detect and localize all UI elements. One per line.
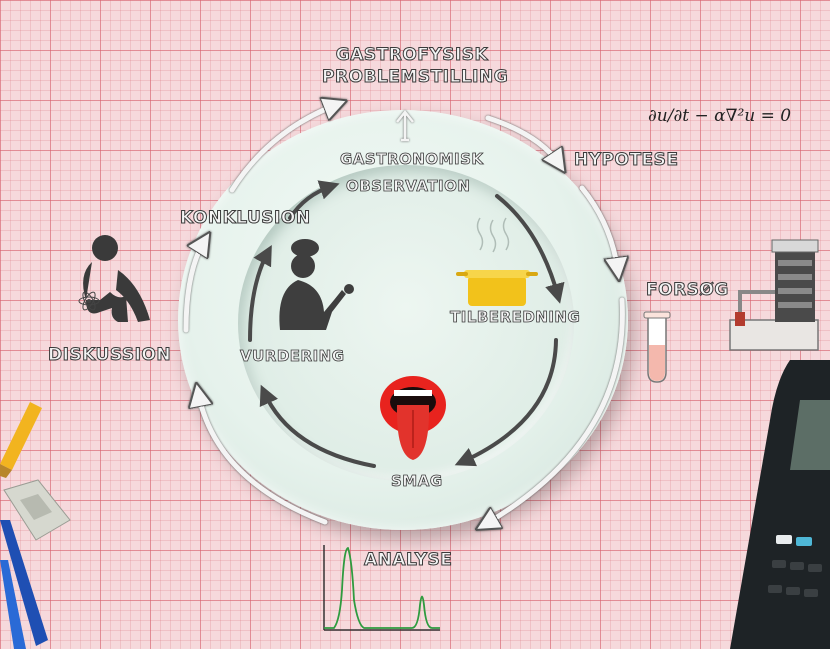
conclusion-label: KONKLUSION — [180, 208, 311, 228]
observation-label-line-2: OBSERVATION — [346, 177, 470, 195]
pen-icon — [0, 520, 48, 649]
thinker-icon — [83, 235, 150, 322]
arrow-experiment-to-analysis — [484, 300, 622, 525]
arrow-observation-to-title — [397, 112, 413, 140]
arrow-analysis-to-discussion — [198, 392, 325, 522]
pencil-icon — [0, 402, 42, 478]
evaluation-label: VURDERING — [240, 347, 345, 365]
heat-equation: ∂u/∂t − α∇²u = 0 — [648, 106, 791, 126]
arrow-hypothesis-to-experiment — [582, 188, 618, 272]
discussion-label: DISKUSSION — [48, 345, 171, 365]
problem-statement-title: GASTROFYSISK PROBLEMSTILLING — [322, 44, 502, 88]
arrow-preparation-to-taste — [462, 340, 556, 462]
arrow-discussion-to-conclusion — [186, 240, 205, 330]
chef-icon — [279, 239, 354, 330]
arrow-conclusion-to-title — [232, 104, 338, 190]
lab-apparatus-icon — [730, 240, 818, 350]
arrow-evaluation-to-conclusion — [250, 252, 268, 340]
pot-icon — [456, 270, 538, 306]
arrow-title-to-hypothesis — [488, 118, 560, 165]
analysis-label: ANALYSE — [364, 550, 452, 570]
mouth-icon — [380, 376, 446, 460]
preparation-label: TILBEREDNING — [450, 308, 580, 326]
test-tube-icon — [644, 312, 670, 382]
title-line-2: PROBLEMSTILLING — [322, 66, 502, 88]
calculator-icon — [730, 360, 830, 649]
arrow-taste-to-evaluation — [264, 392, 374, 466]
observation-label-line-1: GASTRONOMISK — [340, 150, 484, 168]
title-line-1: GASTROFYSISK — [322, 44, 502, 66]
hypothesis-label: HYPOTESE — [574, 150, 679, 170]
steam-icon — [478, 218, 509, 252]
taste-label: SMAG — [391, 472, 443, 490]
eraser-icon — [4, 480, 70, 540]
experiment-label: FORSØG — [646, 280, 729, 300]
